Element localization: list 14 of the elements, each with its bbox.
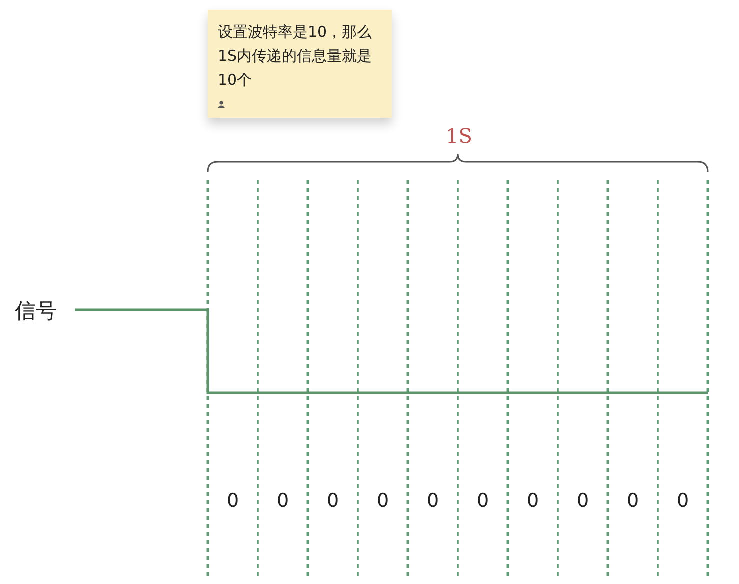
note-text: 设置波特率是10，那么1S内传递的信息量就是10个 [218,22,374,91]
signal-label: 信号 [15,298,57,325]
bit-value: 0 [676,490,690,512]
bit-value: 0 [576,490,590,512]
bit-value: 0 [526,490,540,512]
bit-value: 0 [426,490,440,512]
bit-value: 0 [326,490,340,512]
bit-value: 0 [226,490,240,512]
bit-value: 0 [626,490,640,512]
duration-label: 1S [446,124,472,148]
bit-value: 0 [376,490,390,512]
bit-value: 0 [476,490,490,512]
bit-value: 0 [276,490,290,512]
sticky-note [208,10,392,118]
